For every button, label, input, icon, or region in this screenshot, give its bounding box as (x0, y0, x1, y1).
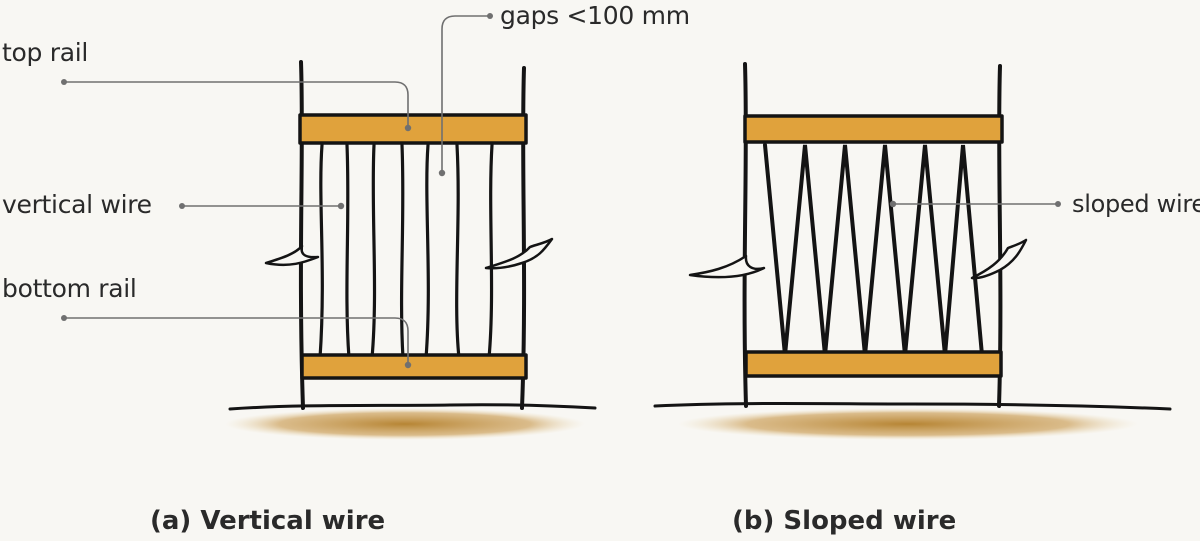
label-gaps: gaps <100 mm (500, 1, 690, 30)
top-rail-a (298, 113, 528, 145)
fence-a (225, 60, 597, 440)
bottom-rail-b (744, 350, 1003, 378)
leader-lines (64, 15, 1058, 365)
label-vertical-wire: vertical wire (2, 190, 152, 219)
ground-line-b (653, 402, 1172, 411)
leader-dots (61, 13, 1061, 369)
caption-vertical-wire: (a) Vertical wire (150, 506, 386, 536)
break-mark-left-a (264, 244, 320, 267)
ground-line-a (228, 403, 597, 411)
label-bottom-rail: bottom rail (2, 274, 137, 303)
ground-b (678, 408, 1138, 440)
fence-b (653, 62, 1172, 440)
break-mark-right-b (970, 238, 1028, 280)
leader-top-rail (64, 81, 409, 128)
leader-gaps (441, 15, 490, 173)
top-rail-b (743, 114, 1004, 144)
ground-a (225, 408, 585, 440)
label-sloped-wire: sloped wire (1072, 190, 1200, 218)
break-mark-right-a (484, 237, 554, 270)
vertical-wires (318, 143, 494, 360)
caption-sloped-wire: (b) Sloped wire (732, 506, 957, 536)
bottom-rail-a (300, 353, 528, 380)
label-top-rail: top rail (2, 38, 89, 67)
break-mark-left-b (688, 254, 766, 279)
sloped-wires (763, 143, 984, 357)
leader-bottom-rail (64, 317, 409, 365)
